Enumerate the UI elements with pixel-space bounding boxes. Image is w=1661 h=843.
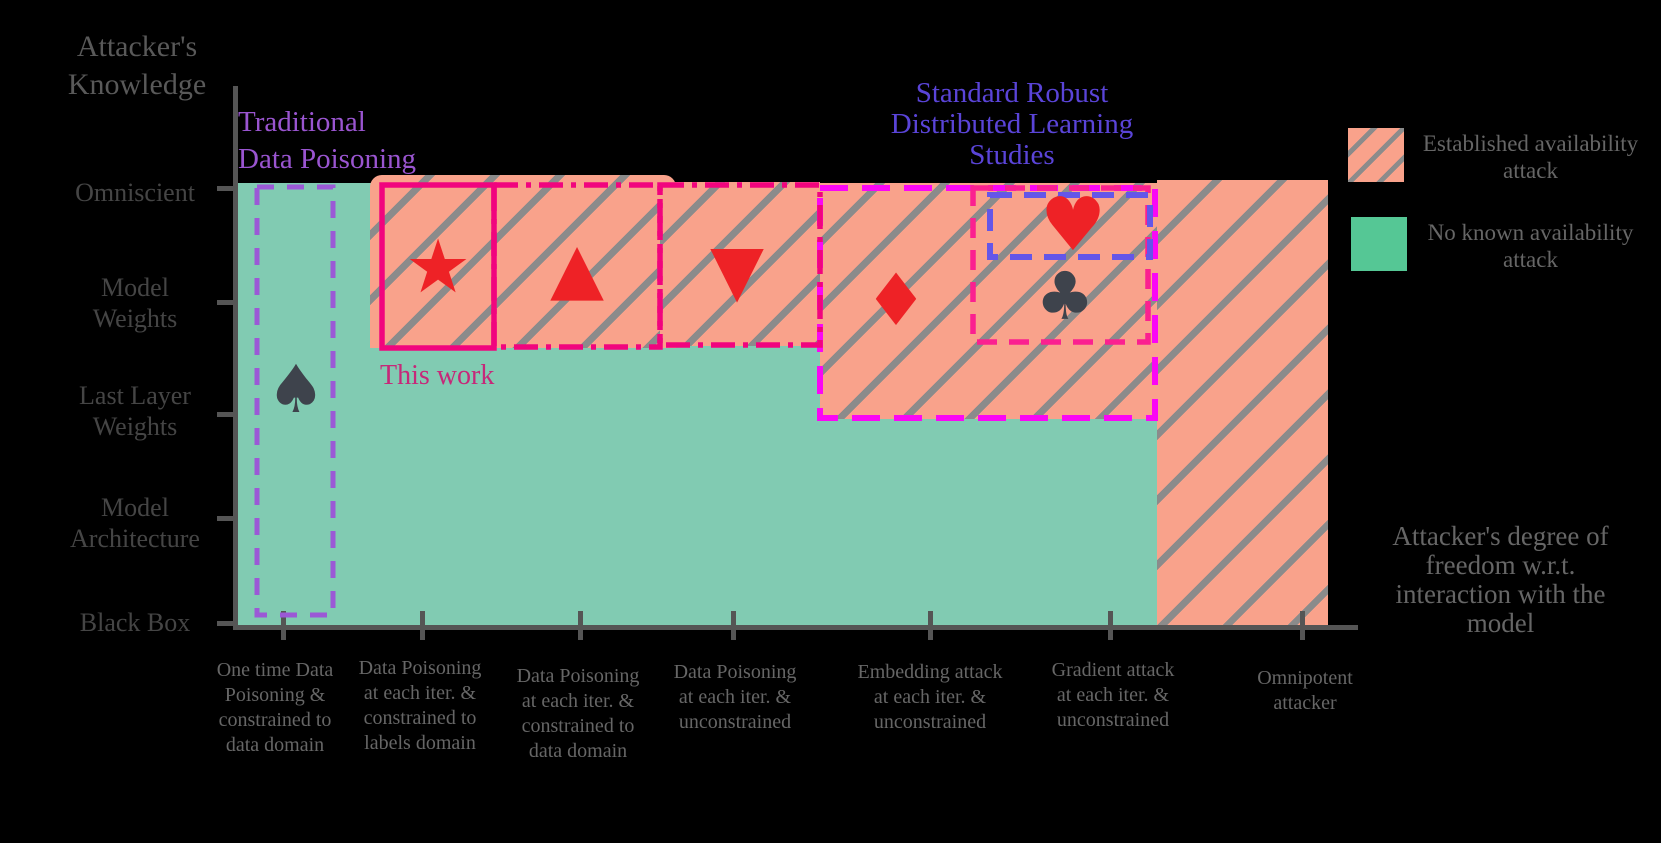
- triangle-down-icon: ▼: [710, 229, 764, 311]
- legend-swatch-no-known: [1351, 217, 1407, 271]
- x-label-line: data domain: [225, 734, 325, 756]
- y-label-last-layer-weights: Last Layer Weights: [35, 380, 235, 442]
- y-label-model-weights: Model Weights: [35, 272, 235, 334]
- x-label-line: constrained to: [218, 709, 332, 731]
- diamond-icon: ♦: [863, 258, 929, 342]
- y-tick-black-box: [217, 621, 238, 626]
- x-label-line: Data Poisoning: [673, 661, 797, 683]
- x-label-line: Gradient attack: [1051, 659, 1175, 681]
- x-label-line: unconstrained: [873, 711, 987, 733]
- x-tick-6: [1108, 611, 1113, 640]
- x-label-line: Omnipotent: [1257, 667, 1353, 689]
- club-icon: ♣: [1035, 258, 1095, 335]
- y-axis-title-line: Knowledge: [67, 68, 207, 101]
- x-tick-1: [281, 611, 286, 640]
- x-label-4: Data Poisoning at each iter. & unconstra…: [647, 660, 823, 735]
- y-tick-model-architecture: [217, 516, 238, 521]
- x-axis-title-line: interaction with the: [1395, 579, 1606, 609]
- y-tick-omniscient: [217, 186, 238, 191]
- x-label-2: Data Poisoning at each iter. & constrain…: [332, 656, 508, 756]
- x-label-7: Omnipotent attacker: [1217, 666, 1393, 716]
- legend-label-line: Established availability: [1422, 131, 1639, 156]
- y-label-line: Last Layer: [79, 381, 191, 410]
- annotation-line: Distributed Learning: [890, 108, 1134, 140]
- x-label-line: data domain: [528, 740, 628, 762]
- x-label-1: One time Data Poisoning & constrained to…: [187, 658, 363, 758]
- annotation-line: Standard Robust: [915, 77, 1109, 109]
- x-label-line: at each iter. &: [678, 686, 792, 708]
- y-axis-title: Attacker's Knowledge: [27, 28, 247, 104]
- x-label-line: Poisoning &: [224, 684, 326, 706]
- y-label-line: Omniscient: [75, 178, 195, 207]
- x-label-line: unconstrained: [678, 711, 792, 733]
- x-tick-3: [578, 611, 583, 640]
- x-tick-2: [420, 611, 425, 640]
- x-label-line: attacker: [1273, 692, 1337, 714]
- x-label-line: at each iter. &: [363, 682, 477, 704]
- x-label-line: constrained to: [363, 707, 477, 729]
- heart-icon: ♥: [1039, 182, 1107, 268]
- annotation-line: Data Poisoning: [238, 143, 417, 175]
- x-label-line: unconstrained: [1056, 709, 1170, 731]
- legend-label-line: No known availability: [1427, 220, 1634, 245]
- x-tick-5: [928, 611, 933, 640]
- spade-icon: ♠: [266, 351, 326, 428]
- triangle-up-icon: ▲: [550, 227, 604, 309]
- x-tick-4: [731, 611, 736, 640]
- traditional-data-poisoning-label: Traditional Data Poisoning: [238, 104, 538, 178]
- x-axis-title-line: freedom w.r.t.: [1425, 550, 1576, 580]
- y-label-line: Weights: [92, 412, 178, 441]
- x-label-line: constrained to: [521, 715, 635, 737]
- star-icon: ★: [404, 224, 472, 310]
- annotation-line: Studies: [969, 139, 1055, 171]
- x-label-6: Gradient attack at each iter. & unconstr…: [1025, 658, 1201, 733]
- legend-label-line: attack: [1503, 247, 1558, 272]
- x-label-5: Embedding attack at each iter. & unconst…: [842, 660, 1018, 735]
- y-label-omniscient: Omniscient: [35, 177, 235, 208]
- y-label-line: Model: [101, 493, 169, 522]
- x-axis-title-line: model: [1466, 608, 1535, 638]
- x-label-line: One time Data: [216, 659, 334, 681]
- x-tick-7: [1300, 611, 1305, 640]
- y-label-line: Architecture: [70, 524, 200, 553]
- y-label-line: Model: [101, 273, 169, 302]
- y-axis-title-line: Attacker's: [76, 30, 198, 63]
- legend-label-line: attack: [1503, 158, 1558, 183]
- annotation-line: Traditional: [238, 106, 366, 138]
- x-label-line: at each iter. &: [521, 690, 635, 712]
- legend-label-established: Established availability attack: [1400, 130, 1661, 184]
- x-label-line: Data Poisoning: [358, 657, 482, 679]
- standard-robust-label: Standard Robust Distributed Learning Stu…: [862, 78, 1162, 171]
- legend-swatch-established: [1348, 128, 1404, 182]
- y-label-black-box: Black Box: [35, 607, 235, 638]
- x-label-line: Data Poisoning: [516, 665, 640, 687]
- y-label-line: Black Box: [79, 608, 191, 637]
- established-attack-region-omnipotent-column: [1157, 180, 1328, 627]
- y-tick-model-weights: [217, 300, 238, 305]
- x-label-line: Embedding attack: [857, 661, 1003, 683]
- x-axis-title-line: Attacker's degree of: [1392, 521, 1609, 551]
- x-axis-title: Attacker's degree of freedom w.r.t. inte…: [1353, 522, 1648, 638]
- y-label-line: Weights: [92, 304, 178, 333]
- x-label-3: Data Poisoning at each iter. & constrain…: [490, 664, 666, 764]
- this-work-label: This work: [380, 360, 495, 391]
- x-axis-line: [233, 625, 1358, 630]
- x-label-line: labels domain: [364, 732, 476, 754]
- y-axis-line: [233, 86, 238, 630]
- x-label-line: at each iter. &: [1056, 684, 1170, 706]
- x-label-line: at each iter. &: [873, 686, 987, 708]
- y-label-model-architecture: Model Architecture: [35, 492, 235, 554]
- legend-label-no-known: No known availability attack: [1400, 219, 1661, 273]
- y-tick-last-layer-weights: [217, 412, 238, 417]
